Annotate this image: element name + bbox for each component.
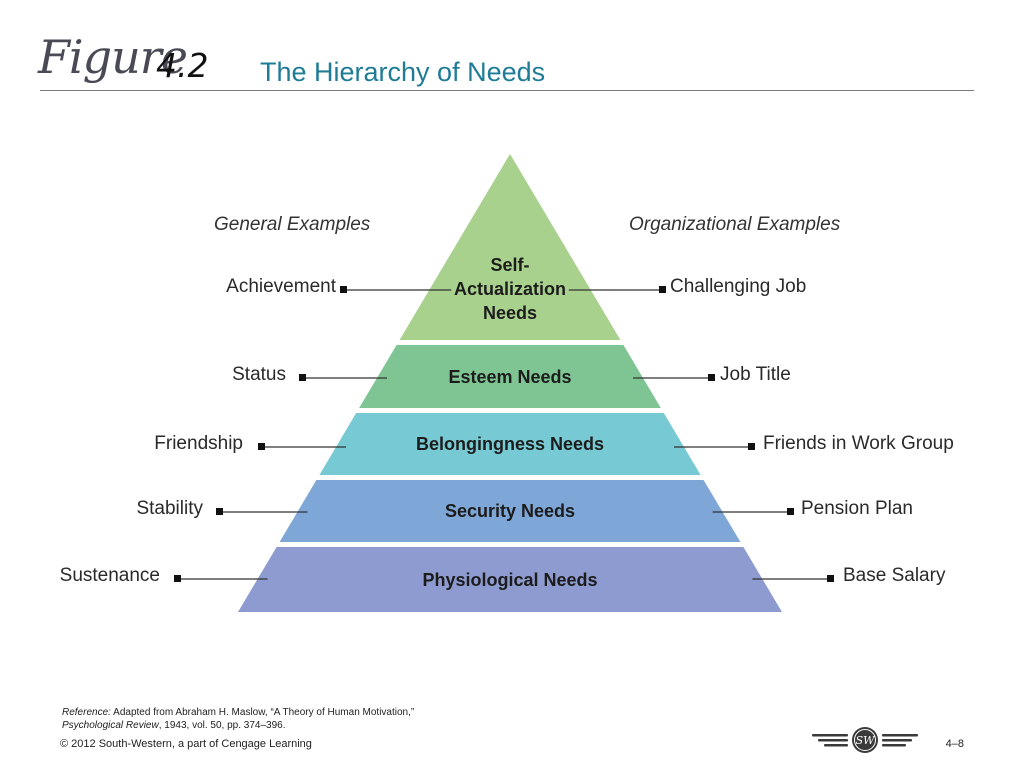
tier-5-label-line: Physiological Needs <box>422 569 598 590</box>
tier-1-general-example: Achievement <box>226 276 336 297</box>
general-examples-header: General Examples <box>214 214 371 235</box>
tier-2-left-bullet-icon <box>299 374 306 381</box>
tier-4-left-bullet-icon <box>216 508 223 515</box>
tier-2-label: Esteem Needs <box>360 365 660 389</box>
organizational-examples-header: Organizational Examples <box>629 214 841 235</box>
tier-2-label-line: Esteem Needs <box>448 366 572 387</box>
tier-1-organizational-example: Challenging Job <box>670 276 807 297</box>
tier-5-label: Physiological Needs <box>360 568 660 592</box>
tier-5-organizational-example: Base Salary <box>843 565 946 586</box>
tier-5-general-example: Sustenance <box>59 565 160 586</box>
figure-word: Figure <box>38 30 188 84</box>
slide-number: 4–8 <box>945 738 964 750</box>
copyright: © 2012 South-Western, a part of Cengage … <box>60 738 312 750</box>
tier-4-general-example: Stability <box>136 498 203 519</box>
tier-5-right-bullet-icon <box>827 575 834 582</box>
tier-1-label-line: Actualization <box>453 279 566 299</box>
tier-1-shape <box>399 154 621 340</box>
tier-3-right-bullet-icon <box>748 443 755 450</box>
reference-note: Reference: Adapted from Abraham H. Maslo… <box>62 706 422 732</box>
reference-label: Reference: <box>62 707 111 718</box>
tier-2-general-example: Status <box>232 364 286 385</box>
tier-2-organizational-example: Job Title <box>720 364 791 385</box>
tier-2-right-bullet-icon <box>708 374 715 381</box>
tier-3-general-example: Friendship <box>154 433 243 454</box>
tier-2-shape <box>359 345 661 408</box>
tier-1-label-line: Needs <box>482 303 538 323</box>
reference-journal: Psychological Review <box>62 720 159 731</box>
tier-1-right-bullet-icon <box>659 286 666 293</box>
tier-4-shape <box>279 480 741 542</box>
tier-5-shape <box>238 547 782 612</box>
reference-text: Adapted from Abraham H. Maslow, “A Theor… <box>113 707 415 718</box>
tier-3-label-line: Belongingness Needs <box>415 434 605 454</box>
logo-text: SW <box>856 734 877 747</box>
tier-4-label: Security Needs <box>360 499 660 523</box>
publisher-logo-icon: SW <box>812 727 918 753</box>
tier-3-shape <box>319 413 701 475</box>
tier-4-label-line: Security Needs <box>444 501 576 521</box>
tier-1-label-line: Self- <box>490 255 530 275</box>
title-rule <box>40 90 974 91</box>
tier-3-left-bullet-icon <box>258 443 265 450</box>
tier-3-label: Belongingness Needs <box>360 432 660 456</box>
tier-1-left-bullet-icon <box>340 286 347 293</box>
reference-tail: , 1943, vol. 50, pp. 374–396. <box>158 720 286 731</box>
slide-title: The Hierarchy of Needs <box>260 57 546 87</box>
tier-5-left-bullet-icon <box>174 575 181 582</box>
tier-4-right-bullet-icon <box>787 508 794 515</box>
tier-3-organizational-example: Friends in Work Group <box>763 433 954 454</box>
figure-number: 4.2 <box>156 46 209 85</box>
tier-4-organizational-example: Pension Plan <box>801 498 913 519</box>
